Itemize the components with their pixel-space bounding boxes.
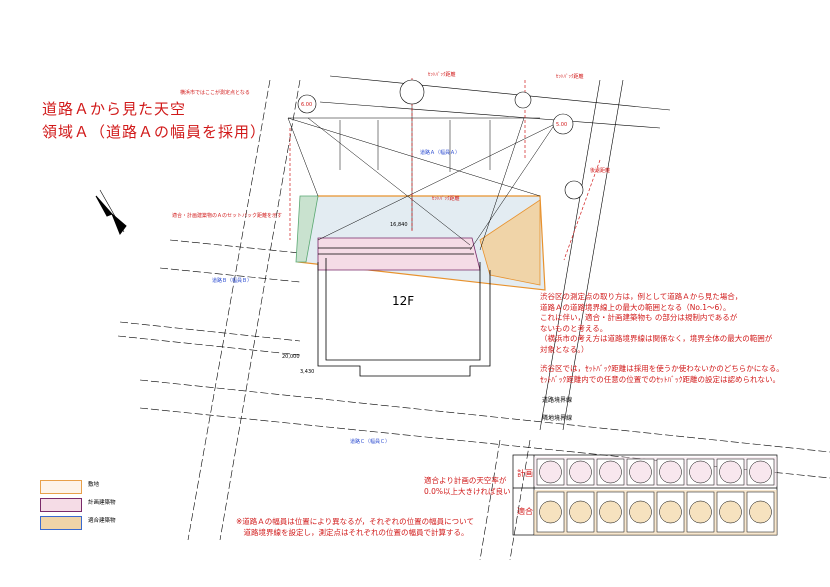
legend-label: 適合建築物 <box>88 518 116 524</box>
dimension-3: 3,430 <box>300 369 314 375</box>
diagram-title-line1: 道路Ａから見た天空 <box>42 100 187 118</box>
floor-count: 12F <box>392 294 414 308</box>
sky-projection-mark <box>749 500 772 524</box>
sky-projection-mark <box>689 460 712 484</box>
legend-item-site: 敷地 <box>40 478 200 494</box>
sky-rays <box>287 100 556 251</box>
legend-item-plan: 計画建築物 <box>40 496 200 512</box>
plan-cells <box>536 458 775 486</box>
legend-swatch-fit <box>40 516 82 530</box>
table-side-note-line: 適合より計画の天空率が <box>424 476 507 485</box>
setback-right-label: ｾｯﾄﾊﾞｯｸ距離 <box>556 73 584 80</box>
main-note-line: 渋谷区の測定点の取り方は，例として道路Ａから見た場合， <box>540 292 743 301</box>
sky-projection-mark <box>539 460 562 484</box>
compass-icon <box>95 189 127 236</box>
circle-label-1: 6.00 <box>301 102 312 108</box>
bottom-note-line: 道路境界線を設定し，測定点はそれぞれの位置の幅員で計算する。 <box>236 527 469 537</box>
legend-item-fit: 適合建築物 <box>40 514 200 530</box>
setback-mid-label: ｾｯﾄﾊﾞｯｸ距離 <box>432 195 460 202</box>
boundary-label-2: 隣地境界線 <box>542 414 572 422</box>
setback-note-line: ｾｯﾄﾊﾞｯｸ距離内での任意の位置でのｾｯﾄﾊﾞｯｸ距離の設定は認められない。 <box>540 374 780 384</box>
main-note-line: ないものと考える。 <box>540 323 608 333</box>
setback-top-label: ｾｯﾄﾊﾞｯｸ距離 <box>428 71 456 78</box>
main-note-line: （横浜市の考え方は道路境界線は関係なく，境界全体の最大の範囲が <box>540 334 773 343</box>
sky-projection-mark <box>599 460 622 484</box>
sky-projection-mark <box>689 500 712 524</box>
road-c-label: 道路Ｃ（幅員Ｃ） <box>350 438 390 445</box>
setback-note: 渋谷区では，ｾｯﾄﾊﾞｯｸ距離は採用を使うか使わないかのどちらかになる。 ｾｯﾄ… <box>540 364 784 385</box>
main-note-line: 対象となる。） <box>540 344 589 354</box>
table-side-note-line: 0.0%以上大きければ良い <box>424 486 511 496</box>
callout-circles <box>297 79 584 200</box>
sky-projection-mark <box>659 460 682 484</box>
main-note-line: 道路Ａの道路境界線上の最大の範囲となる（No.1～6）。 <box>540 302 731 312</box>
diagram-title-line2: 領域Ａ（道路Ａの幅員を採用） <box>42 123 267 141</box>
sky-projection-mark <box>749 460 772 484</box>
table-row-fit: 適合 <box>517 506 533 516</box>
bottom-note-line: ※道路Ａの幅員は位置により異なるが，それぞれの位置の幅員について <box>236 517 474 526</box>
top-point-note: 横浜市ではここが測定点となる <box>180 89 250 96</box>
road-grid <box>117 75 830 561</box>
left-setback-note: 適合・計画建築物のＡのセットバック距離を示す <box>172 212 282 219</box>
setback-note-line: 渋谷区では，ｾｯﾄﾊﾞｯｸ距離は採用を使うか使わないかのどちらかになる。 <box>540 364 784 373</box>
table-row-plan: 計画 <box>517 468 533 478</box>
dimension-1: 16,840 <box>390 222 408 228</box>
sky-projection-mark <box>629 460 652 484</box>
fit-cells <box>536 491 775 533</box>
sky-projection-mark <box>539 500 562 524</box>
bottom-note: ※道路Ａの幅員は位置により異なるが，それぞれの位置の幅員について 道路境界線を設… <box>236 517 474 538</box>
legend-label: 計画建築物 <box>88 500 116 506</box>
sky-projection-mark <box>629 500 652 524</box>
sky-projection-mark <box>569 500 592 524</box>
legend-swatch-plan <box>40 498 82 512</box>
planned-building <box>317 237 491 377</box>
sky-projection-mark <box>719 460 742 484</box>
road-b-label: 道路Ｂ（幅員Ｂ） <box>212 277 252 284</box>
circle-label-2: 5.00 <box>556 122 567 128</box>
dimension-2: 20,000 <box>282 354 300 360</box>
main-note-line: これに伴い，適合・計画建築物も の部分は規制内であるが <box>540 313 738 322</box>
boundary-label-1: 道路境界線 <box>542 396 572 404</box>
sky-projection-mark <box>599 500 622 524</box>
legend-label: 敷地 <box>88 482 100 488</box>
retreat-label: 後退距離 <box>590 167 610 174</box>
main-note: 渋谷区の測定点の取り方は，例として道路Ａから見た場合， 道路Ａの道路境界線上の最… <box>540 292 772 355</box>
road-a-label: 道路Ａ（幅員Ａ） <box>420 149 460 156</box>
legend-swatch-site <box>40 480 82 494</box>
sky-projection-mark <box>719 500 742 524</box>
table-side-note: 適合より計画の天空率が 0.0%以上大きければ良い <box>424 476 511 497</box>
sky-projection-mark <box>569 460 592 484</box>
sky-projection-mark <box>659 500 682 524</box>
